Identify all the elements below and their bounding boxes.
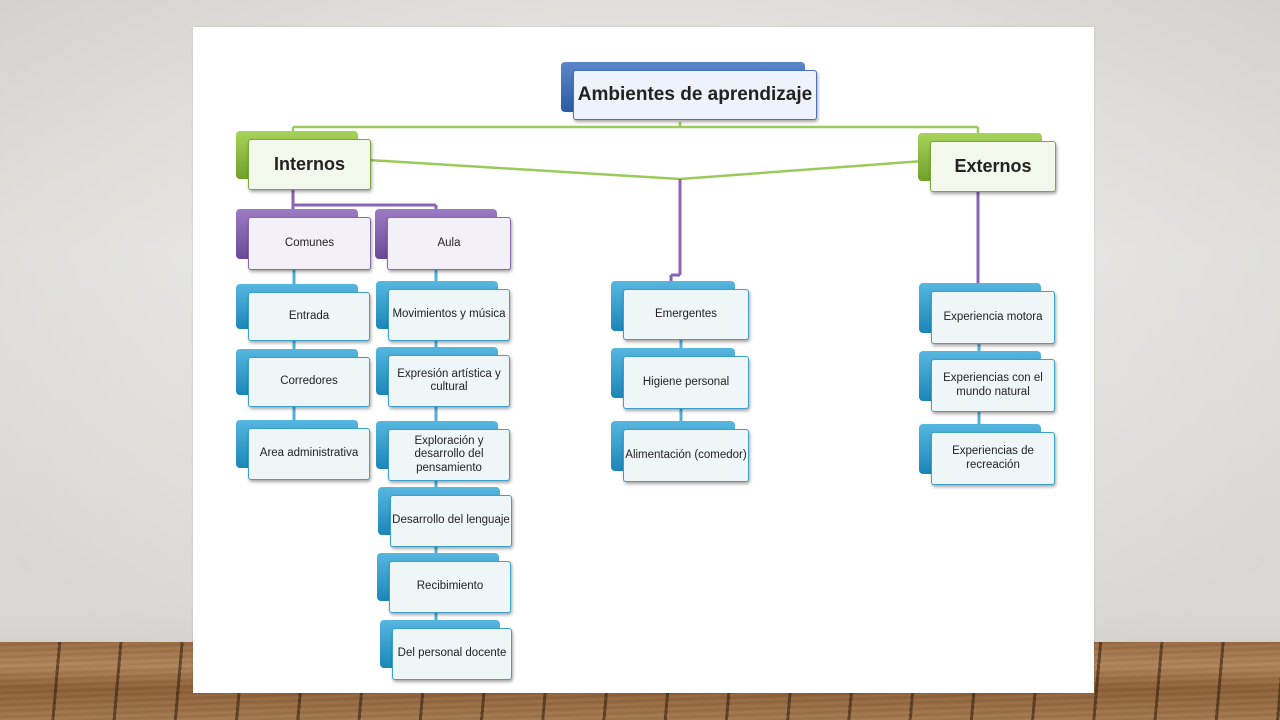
node-alimentacion-label: Alimentación (comedor) (623, 429, 749, 482)
node-desarrollo-lenguaje: Desarrollo del lenguaje (378, 487, 513, 547)
node-movimientos-musica: Movimientos y música (376, 281, 511, 341)
node-personal-docente: Del personal docente (380, 620, 513, 680)
node-personal-docente-label: Del personal docente (392, 628, 512, 680)
node-experiencia-motora: Experiencia motora (919, 283, 1056, 344)
node-movimientos-musica-label: Movimientos y música (388, 289, 510, 341)
slide-canvas: Ambientes de aprendizaje Internos Extern… (193, 27, 1094, 693)
node-internos: Internos (236, 131, 371, 190)
node-aula: Aula (375, 209, 511, 270)
node-mundo-natural: Experiencias con el mundo natural (919, 351, 1056, 412)
node-area-administrativa-label: Area administrativa (248, 428, 370, 480)
node-experiencia-motora-label: Experiencia motora (931, 291, 1055, 344)
node-exploracion-pensamiento: Exploración y desarrollo del pensamiento (376, 421, 511, 481)
node-area-administrativa: Area administrativa (236, 420, 371, 480)
node-exploracion-pensamiento-label: Exploración y desarrollo del pensamiento (388, 429, 510, 481)
node-title-label: Ambientes de aprendizaje (573, 70, 817, 120)
node-mundo-natural-label: Experiencias con el mundo natural (931, 359, 1055, 412)
node-entrada: Entrada (236, 284, 371, 341)
node-recibimiento: Recibimiento (377, 553, 512, 613)
node-internos-label: Internos (248, 139, 371, 190)
node-comunes-label: Comunes (248, 217, 371, 270)
node-corredores: Corredores (236, 349, 371, 407)
node-higiene-personal: Higiene personal (611, 348, 751, 409)
connector-internos-to-emergentes (367, 158, 681, 181)
node-emergentes: Emergentes (611, 281, 751, 340)
node-externos-label: Externos (930, 141, 1056, 192)
node-externos: Externos (918, 133, 1056, 192)
node-desarrollo-lenguaje-label: Desarrollo del lenguaje (390, 495, 512, 547)
node-entrada-label: Entrada (248, 292, 370, 341)
node-recibimiento-label: Recibimiento (389, 561, 511, 613)
node-corredores-label: Corredores (248, 357, 370, 407)
node-title: Ambientes de aprendizaje (561, 62, 817, 120)
node-comunes: Comunes (236, 209, 371, 270)
node-expresion-artistica-label: Expresión artística y cultural (388, 355, 510, 407)
node-aula-label: Aula (387, 217, 511, 270)
node-higiene-personal-label: Higiene personal (623, 356, 749, 409)
node-recreacion: Experiencias de recreación (919, 424, 1056, 485)
node-expresion-artistica: Expresión artística y cultural (376, 347, 511, 407)
connector-externos-to-emergentes (679, 159, 924, 181)
node-recreacion-label: Experiencias de recreación (931, 432, 1055, 485)
node-alimentacion: Alimentación (comedor) (611, 421, 751, 482)
node-emergentes-label: Emergentes (623, 289, 749, 340)
